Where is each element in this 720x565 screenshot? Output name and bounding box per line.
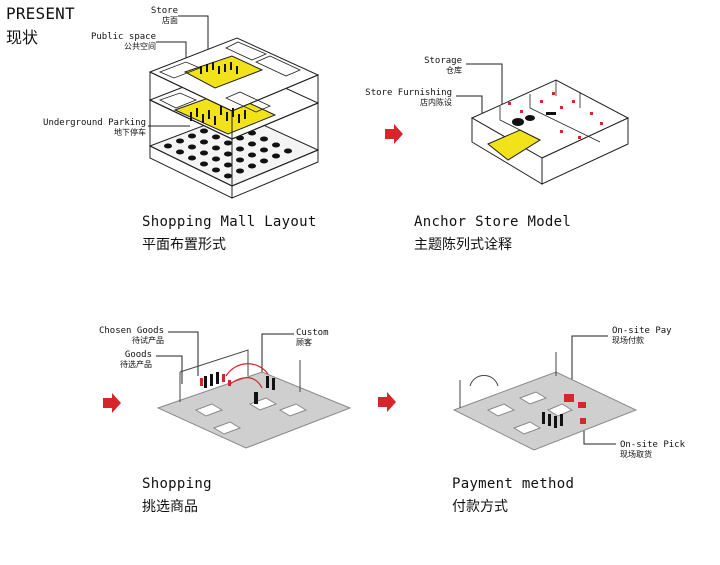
caption-mall-en: Shopping Mall Layout	[142, 214, 317, 230]
callout-pick-zh: 现场取货	[620, 450, 652, 459]
caption-payment-zh: 付款方式	[452, 499, 508, 515]
arrow-icon-3	[378, 392, 396, 412]
shopping-leader-lines	[156, 331, 294, 384]
callout-store-zh: 店面	[162, 16, 178, 25]
callout-furnishing-zh: 店内陈设	[420, 98, 452, 107]
callout-pay-zh: 现场付款	[612, 336, 644, 345]
callout-storage-en: Storage	[424, 56, 462, 66]
pay-counter	[564, 394, 574, 402]
payment-floor	[452, 371, 638, 451]
public-space-upper	[183, 55, 264, 89]
caption-payment-en: Payment method	[452, 476, 575, 492]
callout-furnishing-en: Store Furnishing	[365, 88, 452, 98]
caption-anchor-en: Anchor Store Model	[414, 214, 572, 230]
anchor-leader-lines	[456, 63, 503, 120]
callout-pick-en: On-site Pick	[620, 440, 686, 450]
queue-figures	[542, 412, 563, 428]
caption-shopping-zh: 挑选商品	[142, 499, 198, 515]
callout-pay-en: On-site Pay	[612, 326, 672, 336]
callout-custom-zh: 顾客	[296, 338, 312, 347]
pick-counter	[578, 402, 586, 408]
callout-goods-zh: 待选产品	[120, 360, 152, 369]
callout-chosen-zh: 待试产品	[132, 336, 164, 345]
callout-public-en: Public space	[90, 32, 156, 42]
callout-parking-zh: 地下停车	[114, 128, 146, 137]
callout-parking-en: Underground Parking	[43, 118, 146, 128]
callout-public-zh: 公共空间	[124, 42, 156, 51]
people-figures	[190, 62, 246, 125]
callout-custom-en: Custom	[296, 328, 329, 338]
arrow-icon-1	[385, 124, 403, 144]
arrow-icon-2	[103, 393, 121, 413]
shopping-floor	[156, 371, 352, 449]
callout-goods-en: Goods	[124, 350, 152, 360]
red-goods	[200, 374, 231, 386]
furnishing-marks	[508, 92, 603, 139]
caption-mall-zh: 平面布置形式	[142, 237, 226, 253]
header-title-zh: 现状	[6, 28, 39, 47]
header-title-en: PRESENT	[6, 4, 75, 23]
caption-anchor-zh: 主题陈列式诠释	[414, 237, 512, 253]
caption-shopping-en: Shopping	[142, 476, 212, 492]
callout-chosen-en: Chosen Goods	[98, 326, 164, 336]
callout-store-en: Store	[150, 6, 178, 16]
callout-storage-zh: 仓库	[446, 66, 462, 75]
